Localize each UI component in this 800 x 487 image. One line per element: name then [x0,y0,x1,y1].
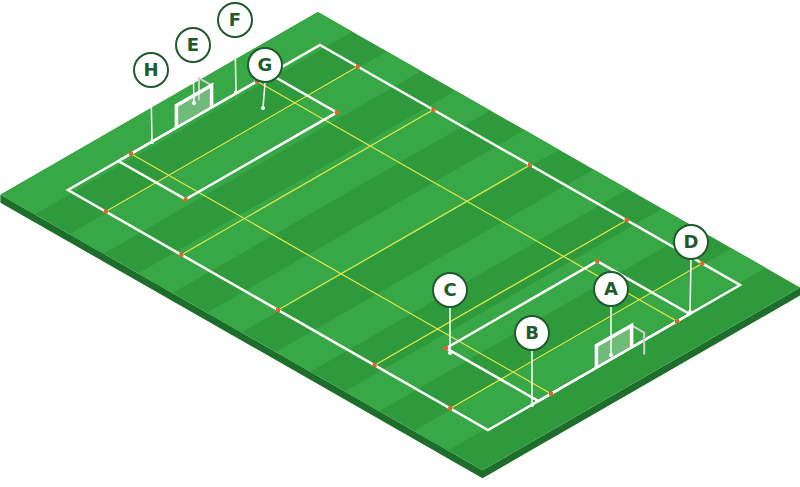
goal-frame [632,325,645,354]
cone-marker [335,110,339,114]
cone-marker [431,108,435,112]
cone-marker [625,218,629,222]
cone-marker [276,308,280,312]
cone-marker [444,346,448,350]
leader-dot [234,90,238,94]
leader-line [263,83,265,108]
callout-letter: A [604,280,618,298]
yellow-line [375,220,627,365]
cone-marker [184,197,188,201]
callout-badge: H [133,52,169,88]
leader-dot [261,106,265,110]
callout-letter: E [187,36,199,54]
cone-marker [675,319,679,323]
callout-letter: H [143,61,158,79]
leader-line [449,308,451,353]
callout-letter: B [525,324,539,342]
yellow-line [131,154,551,394]
callout-letter: G [258,56,273,74]
cone-marker [448,406,452,410]
leader-line [193,63,194,103]
leader-line [235,38,236,92]
cone-marker [595,259,599,263]
pitch-boundary [68,45,740,430]
cone-marker [373,363,377,367]
callout-badge: A [593,271,629,307]
leader-line [610,307,612,355]
leader-dot [150,140,154,144]
callout-badge: C [432,272,468,308]
yellow-line [257,81,677,321]
cone-marker [104,210,108,214]
leader-line [690,260,691,312]
grass-stripe [414,248,766,450]
yellow-line [278,165,530,310]
yellow-line [450,263,702,408]
cone-marker [528,163,532,167]
leader-dot [448,351,452,355]
cone-marker [549,392,553,396]
callout-badge: F [217,2,253,38]
leader-dot [688,310,692,314]
cone-marker [179,253,183,257]
leader-dot [609,353,613,357]
goal-area [118,74,336,199]
callout-badge: B [514,315,550,351]
yellow-line [181,110,433,255]
cone-marker [700,261,704,265]
leader-line [531,351,533,405]
cone-marker [356,65,360,69]
callout-letter: D [684,233,699,251]
ground [0,12,800,470]
leader-dot [192,101,196,105]
callout-letter: F [229,11,241,29]
callout-letter: C [443,281,456,299]
goal-net [596,325,631,367]
cone-marker [129,152,133,156]
callout-badge: E [175,27,211,63]
leader-line [151,88,152,142]
goal-post [596,325,631,367]
callout-badge: G [247,47,283,83]
goal-area [446,261,690,401]
leader-dot [530,403,534,407]
callout-badge: D [673,224,709,260]
yellow-line [106,67,358,212]
